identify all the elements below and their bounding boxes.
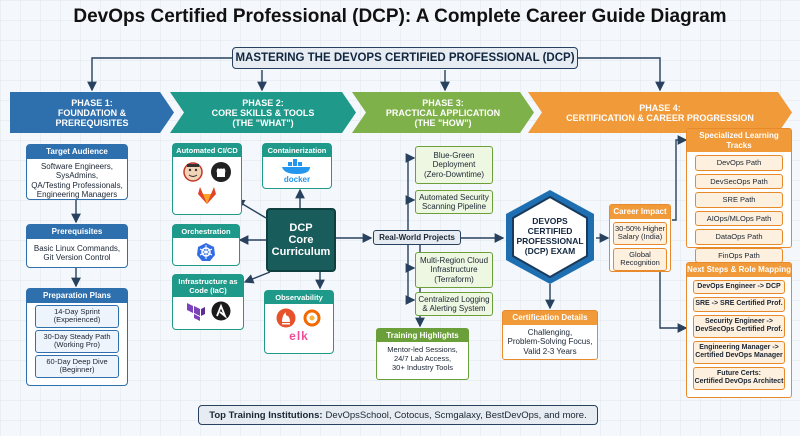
preparation-plans-card: Preparation Plans 14-Day Sprint(Experien… [26, 288, 128, 386]
phase-4-banner: PHASE 4:CERTIFICATION & CAREER PROGRESSI… [528, 92, 792, 133]
cicd-tool-card: Automated CI/CD [172, 143, 242, 215]
training-institutions-bar: Top Training Institutions:DevOpsSchool, … [198, 405, 598, 425]
target-audience-heading: Target Audience [27, 145, 127, 159]
plan-item: 60-Day Deep Dive(Beginner) [35, 354, 119, 378]
certification-details-card: Certification Details Challenging,Proble… [502, 310, 598, 360]
exam-hexagon [506, 190, 594, 284]
terraform-icon [187, 303, 205, 321]
ansible-icon [211, 301, 231, 321]
plan-item: 14-Day Sprint(Experienced) [35, 304, 119, 328]
jenkins-icon [183, 162, 203, 182]
training-highlights-card: Training Highlights Mentor-led Sessions,… [376, 328, 469, 380]
kubernetes-icon [197, 243, 215, 261]
real-world-projects-label: Real-World Projects [373, 230, 461, 245]
github-icon [211, 162, 231, 182]
track-item: DataOps Path [695, 229, 783, 245]
orchestration-tool-card: Orchestration [172, 224, 240, 266]
phase-2-banner: PHASE 2:CORE SKILLS & TOOLS(THE "WHAT") [170, 92, 356, 133]
observability-tool-card: Observability elk [264, 290, 334, 354]
target-audience-card: Target Audience Software Engineers,SysAd… [26, 144, 128, 200]
track-item: FinOps Path [695, 247, 783, 263]
top-banner: MASTERING THE DEVOPS CERTIFIED PROFESSIO… [232, 47, 578, 69]
grafana-icon [303, 309, 321, 327]
role-step: Future Certs:Certified DevOps Architect [693, 366, 785, 390]
track-item: SRE Path [695, 192, 783, 208]
phase-3-banner: PHASE 3:PRACTICAL APPLICATION(THE "HOW") [352, 92, 534, 133]
elk-icon: elk [289, 329, 309, 343]
project-logging-alerting: Centralized Logging& Alerting System [415, 292, 493, 316]
containerization-tool-card: Containerization docker [262, 143, 332, 189]
role-step: Security Engineer ->DevSecOps Certified … [693, 314, 785, 338]
track-item: DevSecOps Path [695, 173, 783, 189]
plan-item: 30-Day Steady Path(Working Pro) [35, 329, 119, 353]
gitlab-icon [198, 187, 216, 204]
role-step: DevOps Engineer -> DCP [693, 279, 785, 294]
track-item: DevOps Path [695, 155, 783, 171]
preparation-plans-heading: Preparation Plans [27, 289, 127, 303]
track-item: AIOps/MLOps Path [695, 210, 783, 226]
prerequisites-card: Prerequisites Basic Linux Commands,Git V… [26, 224, 128, 268]
prometheus-icon [276, 308, 296, 328]
phase-1-banner: PHASE 1:FOUNDATION &PREREQUISITES [10, 92, 174, 133]
docker-icon [282, 159, 310, 174]
role-step: SRE -> SRE Certified Prof. [693, 297, 785, 312]
prerequisites-heading: Prerequisites [27, 225, 127, 239]
learning-tracks-card: Specialized Learning Tracks DevOps Path … [686, 128, 792, 263]
next-steps-card: Next Steps & Role Mapping DevOps Enginee… [686, 262, 792, 398]
page-title: DevOps Certified Professional (DCP): A C… [73, 6, 727, 27]
role-step: Engineering Manager ->Certified DevOps M… [693, 340, 785, 364]
